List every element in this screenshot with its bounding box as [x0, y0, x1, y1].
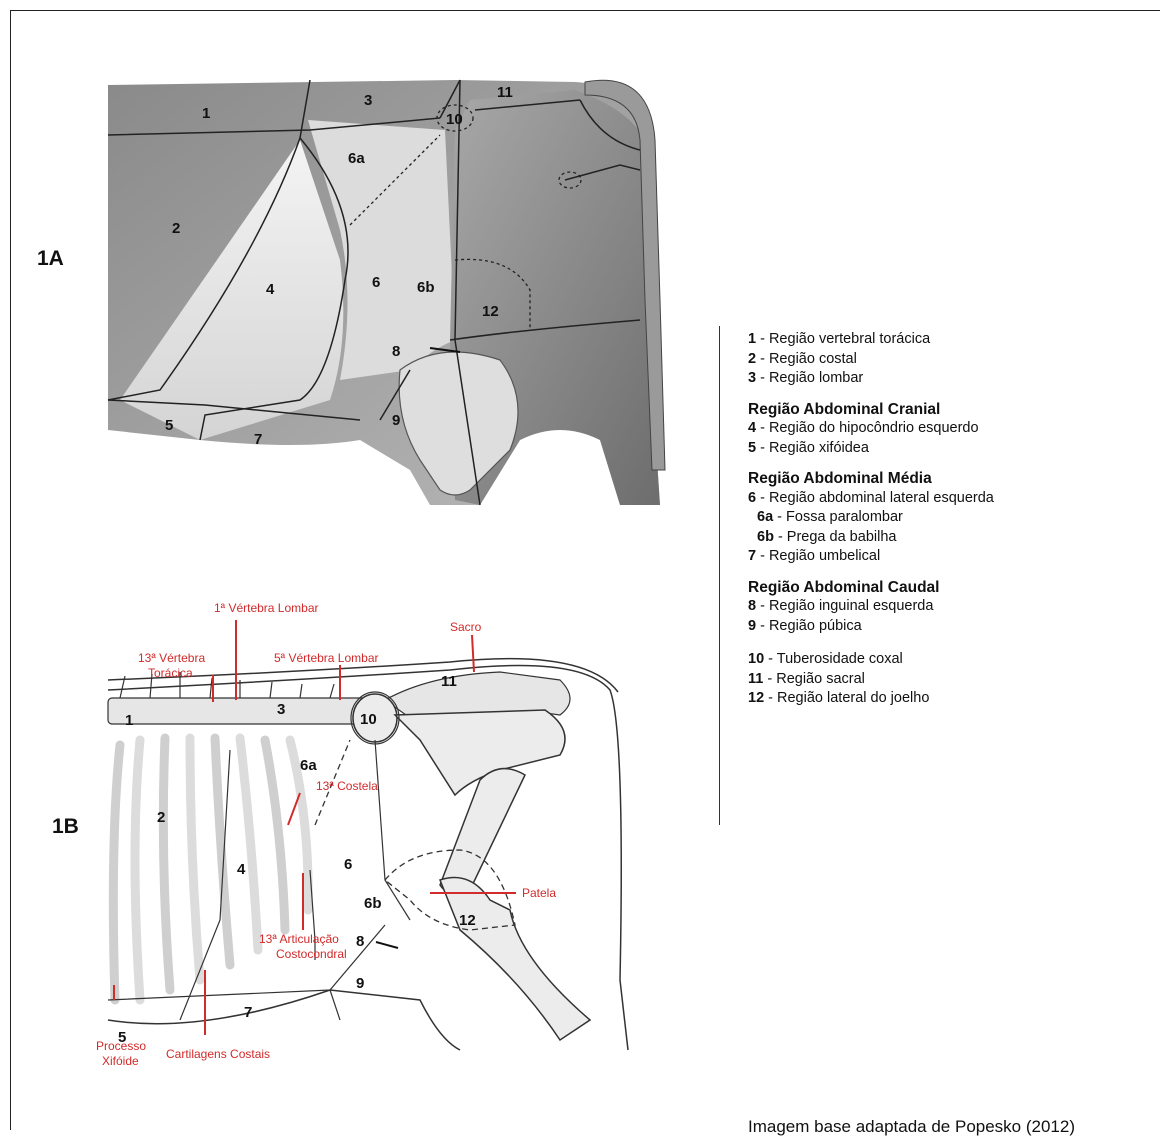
- legend-gap: [748, 636, 994, 650]
- num-1b-6: 6: [344, 856, 352, 873]
- num-1a-6a: 6a: [348, 150, 365, 167]
- num-1a-7: 7: [254, 431, 262, 448]
- legend-item: 9 - Região púbica: [748, 617, 994, 637]
- num-1a-8: 8: [392, 343, 400, 360]
- label-articulacao-2: Costocondral: [276, 947, 347, 961]
- legend-group-heading: Região Abdominal Cranial: [748, 400, 994, 420]
- legend-item-number: 9: [748, 618, 756, 634]
- legend-item-label: - Região sacral: [763, 671, 865, 687]
- legend-item-number: 10: [748, 651, 764, 667]
- num-1a-4: 4: [266, 281, 275, 298]
- label-1a-vertebra-lombar: 1ª Vértebra Lombar: [214, 601, 319, 615]
- legend-item-label: - Região abdominal lateral esquerda: [756, 490, 994, 506]
- num-1b-6b: 6b: [364, 895, 382, 912]
- num-1b-2: 2: [157, 809, 165, 826]
- legend-item: 12 - Região lateral do joelho: [748, 689, 994, 709]
- legend-item-number: 5: [748, 440, 756, 456]
- label-patela: Patela: [522, 886, 556, 900]
- legend-item-label: - Região púbica: [756, 618, 862, 634]
- num-1b-1: 1: [125, 712, 133, 729]
- num-1a-2: 2: [172, 220, 180, 237]
- num-1a-5: 5: [165, 417, 173, 434]
- legend-item-number: 6b: [757, 529, 774, 545]
- legend-item-number: 2: [748, 351, 756, 367]
- label-5a-vertebra-lombar: 5ª Vértebra Lombar: [274, 651, 379, 665]
- num-1a-3: 3: [364, 92, 372, 109]
- legend-item: 5 - Região xifóidea: [748, 439, 994, 459]
- legend-item-label: - Fossa paralombar: [773, 509, 903, 525]
- legend-item-number: 8: [748, 598, 756, 614]
- legend-item-label: - Região lombar: [756, 370, 863, 386]
- diagram-1b: 1ª Vértebra Lombar 13ª Vértebra Torácica…: [0, 580, 720, 1080]
- legend-item-label: - Região costal: [756, 351, 857, 367]
- legend-item: 2 - Região costal: [748, 350, 994, 370]
- num-1b-11: 11: [441, 673, 457, 690]
- legend-item-label: - Região umbelical: [756, 548, 880, 564]
- num-1a-9: 9: [392, 412, 400, 429]
- label-sacro: Sacro: [450, 620, 482, 634]
- pelvis-leg-1b: [353, 694, 590, 1040]
- legend-item-number: 4: [748, 420, 756, 436]
- num-1a-6: 6: [372, 274, 380, 291]
- legend-item-number: 3: [748, 370, 756, 386]
- legend-group-heading: Região Abdominal Caudal: [748, 578, 994, 598]
- num-1b-10: 10: [360, 711, 377, 728]
- num-1a-6b: 6b: [417, 279, 435, 296]
- num-1b-6a: 6a: [300, 757, 317, 774]
- num-1b-8: 8: [356, 933, 364, 950]
- legend-item-number: 6a: [757, 509, 773, 525]
- legend-group-heading: Região Abdominal Média: [748, 469, 994, 489]
- legend-item-number: 1: [748, 331, 756, 347]
- num-1a-12: 12: [482, 303, 499, 320]
- label-13a-costela: 13ª Costela: [316, 779, 378, 793]
- num-1b-12: 12: [459, 912, 476, 929]
- num-1a-1: 1: [202, 105, 210, 122]
- label-articulacao-1: 13ª Articulação: [259, 932, 339, 946]
- label-processo-xifoide-2: Xifóide: [102, 1054, 139, 1068]
- legend-item: 6a - Fossa paralombar: [748, 508, 994, 528]
- legend-item: 6 - Região abdominal lateral esquerda: [748, 489, 994, 509]
- region-boundaries-1b: [108, 692, 410, 1020]
- legend-item-number: 12: [748, 690, 764, 706]
- num-1b-9: 9: [356, 975, 364, 992]
- legend-item-label: - Tuberosidade coxal: [764, 651, 903, 667]
- legend-item-label: - Região do hipocôndrio esquerdo: [756, 420, 978, 436]
- legend-divider: [719, 326, 720, 825]
- legend-item-label: - Prega da babilha: [774, 529, 897, 545]
- legend-item: 6b - Prega da babilha: [748, 528, 994, 548]
- label-13a-vertebra-toracica-1: 13ª Vértebra: [138, 651, 205, 665]
- num-1b-4: 4: [237, 861, 246, 878]
- legend-item-label: - Região lateral do joelho: [764, 690, 929, 706]
- legend-item-number: 7: [748, 548, 756, 564]
- legend-item: 10 - Tuberosidade coxal: [748, 650, 994, 670]
- legend-item: 7 - Região umbelical: [748, 547, 994, 567]
- legend-item-number: 11: [748, 671, 763, 687]
- num-1b-7: 7: [244, 1004, 252, 1021]
- legend-item: 8 - Região inguinal esquerda: [748, 597, 994, 617]
- num-1a-10: 10: [446, 111, 463, 128]
- legend-item: 4 - Região do hipocôndrio esquerdo: [748, 419, 994, 439]
- legend-item-label: - Região vertebral torácica: [756, 331, 930, 347]
- image-credit: Imagem base adaptada de Popesko (2012): [748, 1117, 1075, 1137]
- num-1b-3: 3: [277, 701, 285, 718]
- legend-item: 1 - Região vertebral torácica: [748, 330, 994, 350]
- label-13a-vertebra-toracica-2: Torácica: [148, 666, 193, 680]
- legend-item: 11 - Região sacral: [748, 670, 994, 690]
- num-1b-5: 5: [118, 1029, 126, 1046]
- legend-item-label: - Região xifóidea: [756, 440, 869, 456]
- legend-item-number: 6: [748, 490, 756, 506]
- label-cartilagens-costais: Cartilagens Costais: [166, 1047, 270, 1061]
- legend-item-label: - Região inguinal esquerda: [756, 598, 933, 614]
- num-1a-11: 11: [497, 84, 513, 101]
- legend-item: 3 - Região lombar: [748, 369, 994, 389]
